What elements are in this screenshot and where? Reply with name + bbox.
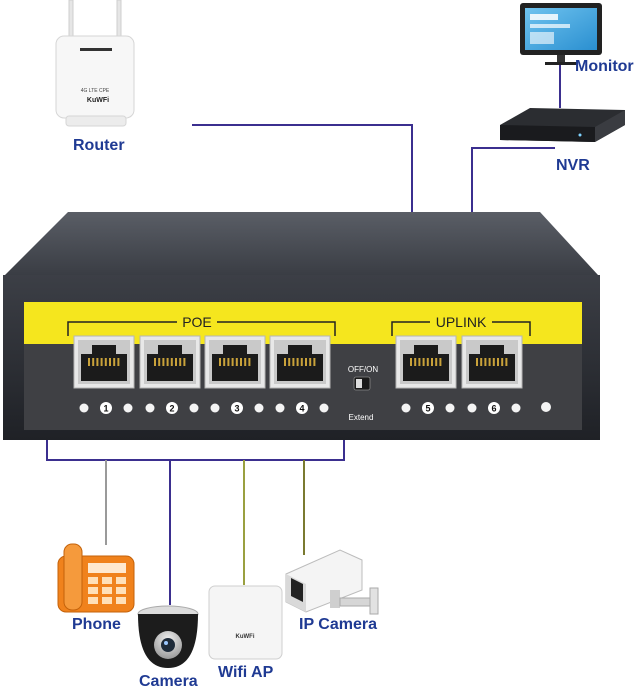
port-led bbox=[210, 403, 220, 413]
router-label: Router bbox=[73, 137, 125, 154]
port-number-label: 5 bbox=[425, 404, 430, 414]
port-led bbox=[189, 403, 199, 413]
rj45-port[interactable] bbox=[395, 335, 457, 389]
port-led bbox=[319, 403, 329, 413]
rj45-port[interactable] bbox=[204, 335, 266, 389]
phone-label: Phone bbox=[72, 616, 121, 633]
port-number-badge bbox=[296, 402, 308, 414]
port-group: 1 2 3 4 5 6 bbox=[73, 335, 523, 414]
nvr-device bbox=[500, 108, 625, 142]
rj45-port[interactable] bbox=[139, 335, 201, 389]
nvr-label: NVR bbox=[556, 157, 590, 174]
svg-text:4G LTE CPE: 4G LTE CPE bbox=[81, 88, 110, 94]
monitor-label: Monitor bbox=[575, 58, 634, 75]
port-led bbox=[445, 403, 455, 413]
port-led bbox=[79, 403, 89, 413]
port-number-badge bbox=[488, 402, 500, 414]
rj45-port[interactable] bbox=[73, 335, 135, 389]
port-led bbox=[123, 403, 133, 413]
port-number-badge bbox=[422, 402, 434, 414]
rj45-port[interactable] bbox=[461, 335, 523, 389]
wifi-ap-label: Wifi AP bbox=[218, 664, 274, 681]
poe-switch: POE UPLINK 1 2 3 4 5 6 OFF/ON Extend bbox=[3, 212, 600, 440]
router-brand-text: KuWFi bbox=[87, 97, 109, 104]
uplink-label: UPLINK bbox=[436, 314, 487, 330]
camera-label: Camera bbox=[139, 673, 198, 690]
port-number-label: 3 bbox=[234, 404, 239, 414]
router-device: 4G LTE CPE KuWFi bbox=[55, 0, 135, 127]
port-led bbox=[254, 403, 264, 413]
wifi-ap-brand-text: KuWFi bbox=[236, 634, 255, 640]
port-number-label: 6 bbox=[491, 404, 496, 414]
port-led bbox=[511, 403, 521, 413]
off-on-label: OFF/ON bbox=[348, 365, 378, 374]
monitor-device bbox=[520, 3, 602, 65]
port-number-label: 1 bbox=[103, 404, 108, 414]
dome-camera-device bbox=[137, 605, 199, 668]
port-led bbox=[401, 403, 411, 413]
extend-label: Extend bbox=[349, 413, 374, 422]
port-number-badge bbox=[166, 402, 178, 414]
ip-camera-device bbox=[285, 549, 379, 615]
phone-device bbox=[57, 543, 135, 613]
port-number-label: 2 bbox=[169, 404, 174, 414]
wifi-ap-device: KuWFi bbox=[208, 585, 283, 660]
port-led bbox=[145, 403, 155, 413]
port-number-badge bbox=[100, 402, 112, 414]
poe-label: POE bbox=[182, 314, 212, 330]
port-number-badge bbox=[231, 402, 243, 414]
rj45-port[interactable] bbox=[269, 335, 331, 389]
port-number-label: 4 bbox=[299, 404, 304, 414]
power-led bbox=[541, 402, 551, 412]
port-led bbox=[467, 403, 477, 413]
port-led bbox=[275, 403, 285, 413]
ip-camera-label: IP Camera bbox=[299, 616, 377, 633]
